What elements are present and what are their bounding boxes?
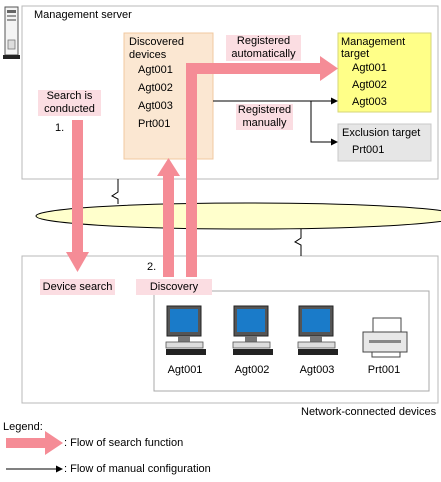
device-label: Agt002 [234, 364, 270, 376]
legend-title: Legend: [3, 421, 43, 433]
exclusion-target-box [337, 123, 432, 162]
legend-search-arrow [6, 431, 63, 455]
pc-icon [165, 305, 206, 355]
discovered-devices-box [123, 32, 214, 160]
auto-register-arrow [186, 56, 338, 277]
management-target-title: Management target [341, 36, 406, 60]
legend-search-label: : Flow of search function [64, 437, 184, 449]
legend-manual-label: : Flow of manual configuration [64, 463, 211, 475]
discovery-arrow [157, 158, 180, 277]
printer-icon [362, 317, 408, 358]
discovery-label: Discovery [136, 279, 212, 295]
step-2-label: 2. [147, 261, 157, 273]
exclusion-target-title: Exclusion target [342, 127, 421, 139]
network-ring [35, 202, 441, 230]
discovered-devices-title: Discovered devices [129, 36, 185, 61]
management-target-item: Agt001 [352, 62, 387, 74]
management-target-item: Agt002 [352, 79, 387, 91]
pc-icon [297, 305, 338, 355]
step-1-label: 1. [55, 122, 65, 134]
discovered-item: Agt002 [138, 82, 173, 94]
pc-icon [232, 305, 273, 355]
search-conducted-label: Search is conducted [38, 90, 101, 116]
management-server-title: Management server [34, 9, 132, 21]
discovered-item: Agt001 [138, 64, 173, 76]
search-arrow [66, 120, 89, 272]
discovered-item: Agt003 [138, 100, 173, 112]
server-network-link [111, 179, 119, 204]
management-target-box [337, 32, 432, 113]
network-devices-title: Network-connected devices [301, 406, 437, 418]
registered-automatically-label: Registered automatically [226, 35, 301, 61]
legend-manual-arrow [6, 465, 63, 473]
registered-manually-label: Registered manually [236, 104, 293, 130]
manual-register-arrow [213, 97, 338, 146]
devices-network-link [294, 229, 302, 256]
exclusion-target-item: Prt001 [352, 144, 385, 156]
server-icon [3, 6, 20, 59]
device-label: Agt003 [299, 364, 335, 376]
device-search-label: Device search [40, 279, 115, 295]
management-target-item: Agt003 [352, 96, 387, 108]
device-label: Agt001 [167, 364, 203, 376]
discovered-item: Prt001 [138, 118, 171, 130]
device-label: Prt001 [367, 364, 401, 376]
